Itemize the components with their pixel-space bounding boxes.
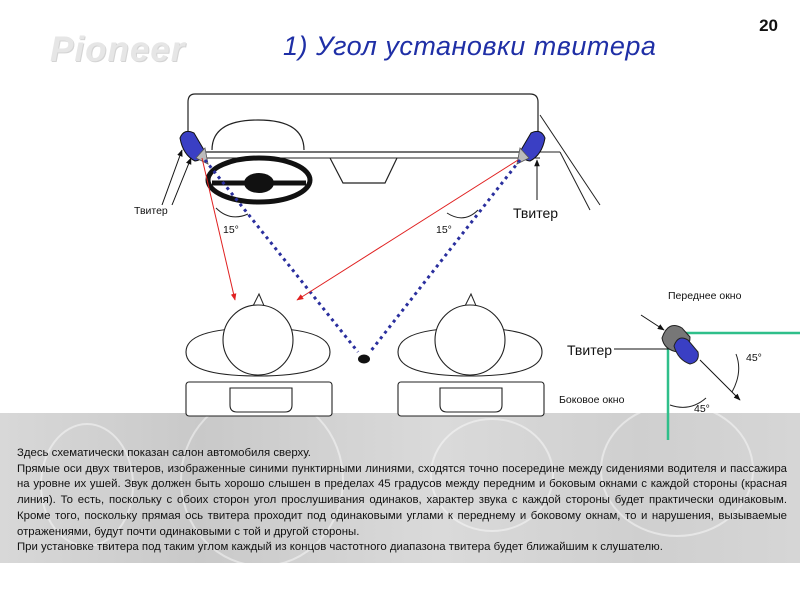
description-paragraph: Здесь схематически показан салон автомоб… <box>17 447 311 459</box>
side-window-label: Боковое окно <box>559 394 625 406</box>
passenger-head <box>434 304 506 376</box>
inset-angle-arc <box>731 353 740 393</box>
front-window-pointer <box>640 314 665 331</box>
slide-title: 1) Угол установки твитера <box>283 31 657 61</box>
description-text: Здесь схематически показан салон автомоб… <box>17 446 787 556</box>
description-paragraph: Прямые оси двух твитеров, изображенные с… <box>17 462 787 538</box>
instrument-cluster <box>211 119 305 151</box>
listening-line-right <box>296 159 519 301</box>
driver-seat <box>185 292 333 417</box>
tweeter-axis-left <box>203 159 360 353</box>
angle-arc-left <box>215 207 249 218</box>
door-line <box>539 114 601 206</box>
center-console <box>329 157 398 184</box>
band-decoration <box>600 403 754 537</box>
listening-line-left <box>201 157 237 301</box>
band-decoration <box>40 423 134 547</box>
passenger-seat <box>397 292 545 417</box>
door-line <box>559 151 591 211</box>
page-number: 20 <box>759 16 778 35</box>
angle-label-right: 15° <box>436 224 452 236</box>
inset-tweeter-label: Твитер <box>567 342 613 358</box>
description-paragraph: При установке твитера под таким углом ка… <box>17 541 663 554</box>
tweeter-right <box>516 130 546 165</box>
inset-window-diagram <box>614 314 800 440</box>
band-decoration <box>430 418 554 532</box>
tweeter-axis-arrow <box>699 359 741 401</box>
inset-angle-top: 45° <box>746 352 762 364</box>
tweeter-left <box>179 130 209 165</box>
tweeter-label-left: Твитер <box>134 205 168 217</box>
angle-arc-right <box>446 209 479 219</box>
tweeter-label-right: Твитер <box>513 205 559 221</box>
pioneer-logo: Pioneer <box>50 30 186 69</box>
tweeter-icon <box>673 337 699 365</box>
front-window-label: Переднее окно <box>668 290 742 302</box>
listening-focus-point <box>358 354 370 364</box>
inset-angle-arc <box>669 397 707 408</box>
background-image-band <box>0 393 800 567</box>
inset-angle-bottom: 45° <box>694 403 710 415</box>
angle-label-left: 15° <box>223 224 239 236</box>
label-pointer-left <box>161 149 183 206</box>
label-pointer-left <box>171 157 192 206</box>
driver-head <box>222 304 294 376</box>
steering-wheel <box>205 155 313 205</box>
tweeter-axis-right <box>368 159 522 353</box>
